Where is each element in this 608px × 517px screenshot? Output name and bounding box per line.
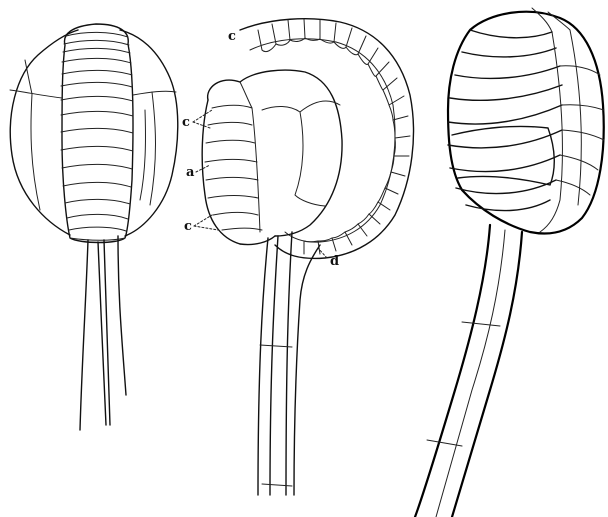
label-c-top: c bbox=[228, 29, 236, 44]
right-body-outline bbox=[448, 12, 604, 234]
right-specimen bbox=[415, 8, 604, 517]
right-stalk-nodes bbox=[427, 322, 500, 446]
left-stalk bbox=[80, 236, 126, 430]
middle-core bbox=[240, 70, 342, 236]
left-bulb-outline bbox=[10, 30, 177, 236]
left-specimen bbox=[10, 24, 178, 430]
middle-leader-lines bbox=[193, 110, 327, 258]
label-d: d bbox=[330, 254, 339, 269]
middle-stalk bbox=[258, 232, 320, 495]
middle-left-cells bbox=[202, 80, 275, 244]
middle-specimen: c c a c d bbox=[182, 19, 414, 495]
right-stalk bbox=[415, 225, 522, 517]
label-c-mid: c bbox=[182, 115, 190, 130]
label-c-low: c bbox=[184, 219, 192, 234]
middle-outer-disc bbox=[240, 19, 414, 259]
left-ring-bands bbox=[61, 32, 133, 240]
left-ring-stack bbox=[62, 24, 133, 243]
right-shaded-segment bbox=[452, 126, 554, 185]
middle-chamber-caps bbox=[262, 38, 395, 242]
middle-left-cell-bands bbox=[205, 82, 262, 232]
middle-chambers bbox=[258, 19, 410, 254]
middle-core-walls bbox=[262, 101, 340, 206]
label-a: a bbox=[186, 165, 195, 180]
middle-labels: c c a c d bbox=[182, 29, 339, 269]
